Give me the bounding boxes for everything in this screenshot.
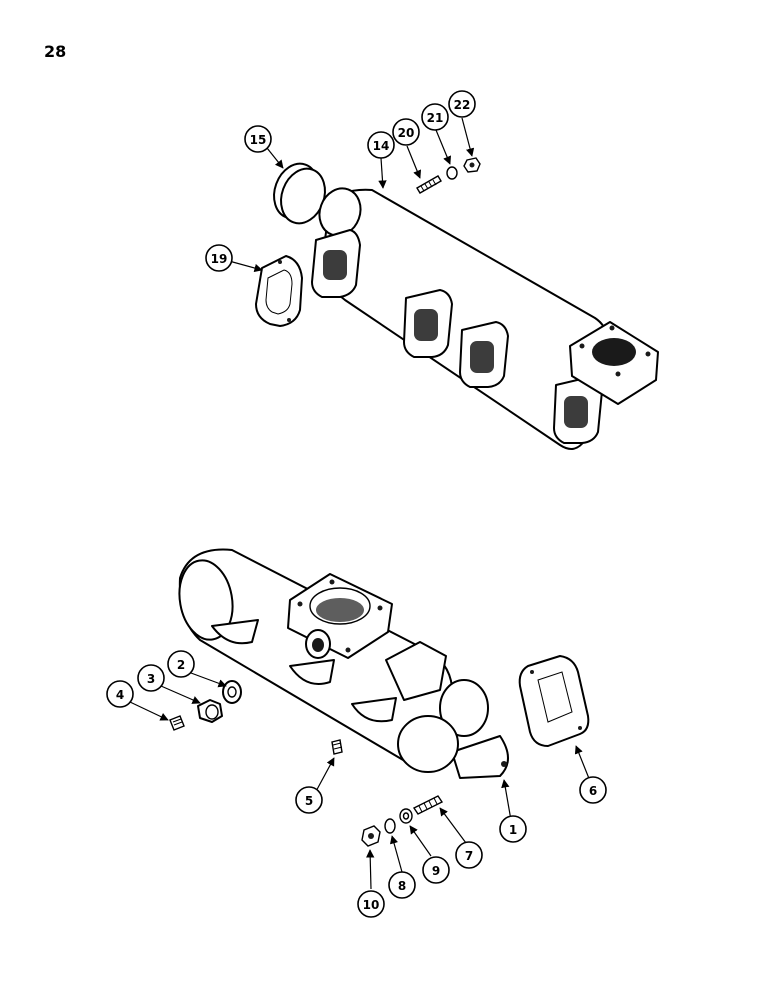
stud-part-20 [416,175,442,194]
manifold-body-part-14 [311,187,659,450]
plug-part-3 [197,699,223,723]
lower-manifold-assembly [129,548,591,890]
svg-text:1: 1 [509,823,517,837]
callout-22: 22 [448,90,476,118]
callout-21: 21 [421,103,449,131]
end-cap-part-15 [273,162,326,225]
gasket-part-19 [255,255,303,327]
callout-20: 20 [392,118,420,146]
page-number: 28 [44,42,67,61]
svg-text:2: 2 [177,658,185,672]
flat-washer-part-9 [399,808,413,824]
nut-part-22 [463,157,481,173]
svg-text:8: 8 [398,879,406,893]
svg-text:10: 10 [363,898,380,912]
callout-6: 6 [579,776,607,804]
callout-1: 1 [499,815,527,843]
nut-part-10 [361,825,381,847]
lock-washer-part-8 [384,818,396,834]
svg-text:14: 14 [373,139,390,153]
svg-text:4: 4 [116,688,124,702]
svg-text:15: 15 [250,133,267,147]
svg-text:19: 19 [211,252,228,266]
svg-text:9: 9 [432,864,440,878]
gasket-part-6 [518,655,590,747]
callout-4: 4 [106,680,134,708]
svg-text:3: 3 [147,672,155,686]
lock-washer-part-21 [446,166,458,180]
svg-text:21: 21 [427,111,444,125]
callout-15: 15 [244,125,272,153]
washer-part-2 [222,680,242,704]
callout-9: 9 [422,856,450,884]
callout-7: 7 [455,841,483,869]
upper-manifold-assembly [228,117,659,450]
set-screw-part-5 [331,739,343,755]
svg-text:6: 6 [589,784,597,798]
callout-14: 14 [367,131,395,159]
callout-10: 10 [357,890,385,918]
svg-text:7: 7 [465,849,473,863]
svg-text:5: 5 [305,794,313,808]
svg-text:22: 22 [454,98,471,112]
set-screw-part-4 [169,715,185,731]
callout-3: 3 [137,664,165,692]
callout-19: 19 [205,244,233,272]
callout-8: 8 [388,871,416,899]
stud-part-7 [412,795,444,815]
svg-text:20: 20 [398,126,415,140]
callout-2: 2 [167,650,195,678]
callout-5: 5 [295,786,323,814]
manifold-body-part-1 [178,548,509,779]
